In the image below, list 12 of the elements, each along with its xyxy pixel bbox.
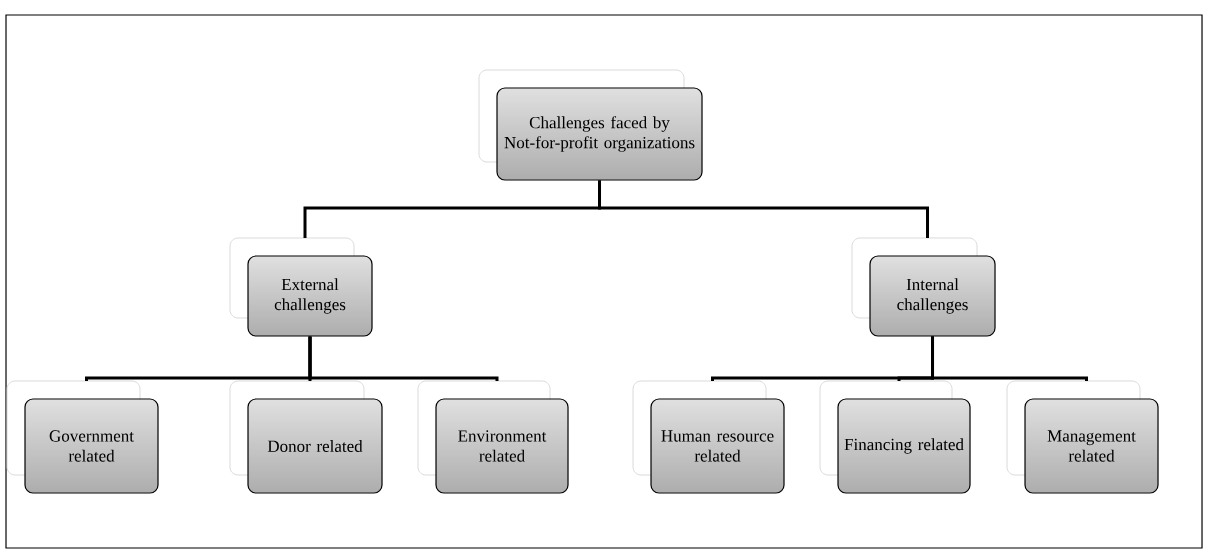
- process-box: External challenges: [229, 237, 373, 337]
- process-box: Human resource related: [632, 380, 785, 494]
- connector-line: [931, 336, 1088, 381]
- process-box: Challenges faced by Not-for-profit organizations: [478, 69, 703, 181]
- connector-line: [308, 336, 499, 381]
- process-box: Government related: [6, 380, 159, 494]
- process-box: Donor related: [229, 380, 383, 494]
- process-box: Management related: [1006, 380, 1159, 494]
- process-box: Environment related: [417, 380, 569, 494]
- process-box: Financing related: [819, 380, 971, 494]
- connector-line: [598, 180, 929, 238]
- process-box: Internal challenges: [851, 237, 996, 337]
